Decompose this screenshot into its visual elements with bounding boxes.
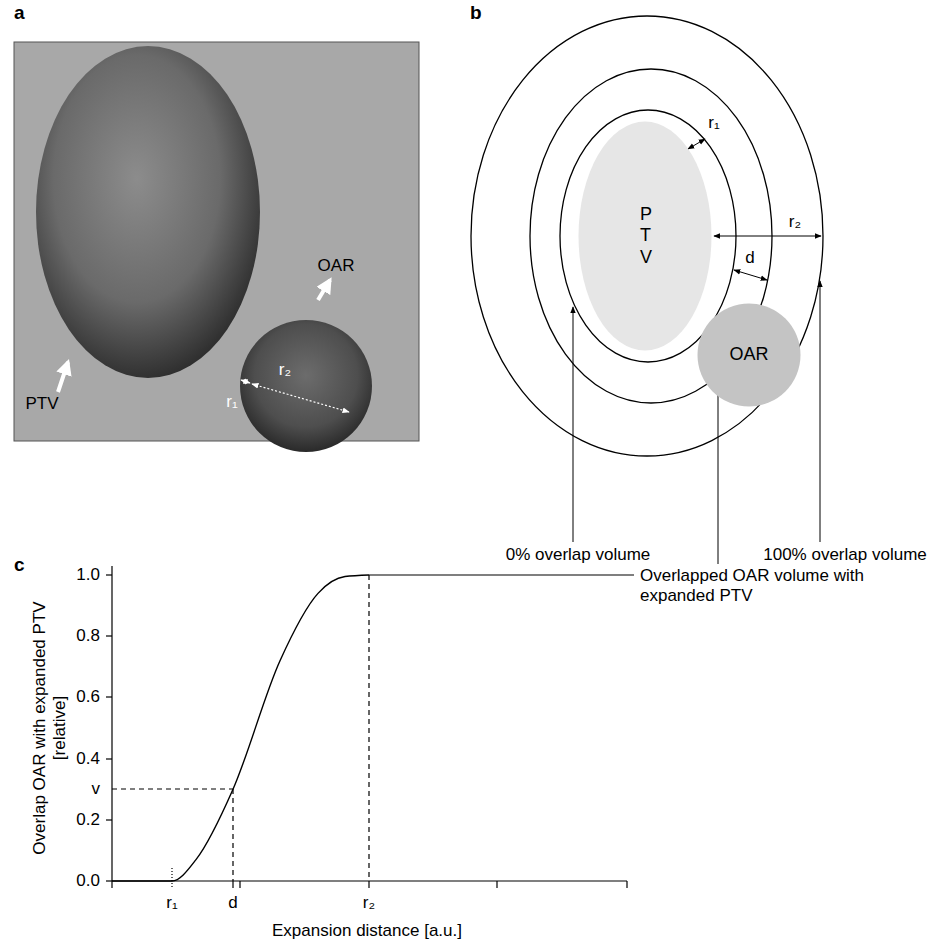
distance-label: d <box>743 248 756 268</box>
tick-label: 0.8 <box>76 626 100 646</box>
oar-region: OAR <box>697 303 801 407</box>
overlap-curve <box>112 575 369 881</box>
ptv-region: P T V <box>578 121 712 351</box>
volume-label: 100% overlap volume <box>763 545 926 565</box>
expansion-contours <box>471 16 823 564</box>
panel-letter: a <box>14 2 25 25</box>
structure-label: PTV <box>25 394 58 414</box>
axis-title: Expansion distance [a.u.] <box>272 921 462 941</box>
volume-label: 0% overlap volume <box>506 545 651 565</box>
tick-label: 0.0 <box>76 871 100 891</box>
region-label: P T V <box>640 204 650 269</box>
distance-label: r₂ <box>279 360 291 380</box>
region-label: OAR <box>729 344 768 366</box>
volume-label: Overlapped OAR volume with expanded PTV <box>640 566 898 607</box>
tick-label: 0.6 <box>76 687 100 707</box>
axis-title: Overlap OAR with expanded PTV [relative] <box>30 583 71 873</box>
distance-label: r₁ <box>706 113 721 133</box>
chart-axes <box>106 566 634 888</box>
panel-letter: c <box>14 554 25 577</box>
panel-letter: b <box>470 2 482 25</box>
structure-label: OAR <box>318 256 355 276</box>
tick-label: 0.2 <box>76 810 100 830</box>
tick-label: r₂ <box>363 893 375 913</box>
panel-a-render <box>14 42 419 452</box>
tick-label: r₁ <box>166 893 177 913</box>
tick-label: 1.0 <box>76 565 100 585</box>
distance-label: r₁ <box>226 392 237 412</box>
value-label: v <box>92 779 101 799</box>
distance-label: r₂ <box>787 212 803 232</box>
tick-label: 0.4 <box>76 749 100 769</box>
tick-label: d <box>228 893 237 913</box>
